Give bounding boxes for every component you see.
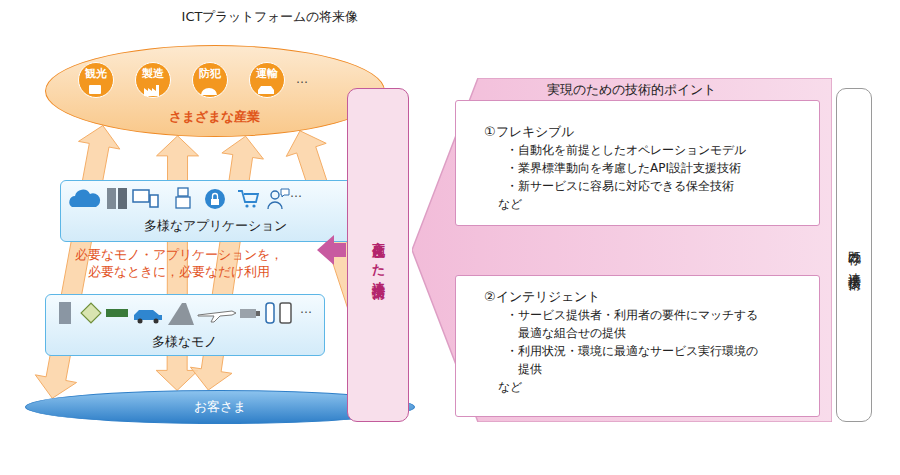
car-icon [258, 86, 274, 94]
node-label: さまざまな産業 [46, 108, 383, 126]
factory-icon [144, 85, 159, 96]
node-label: 既存の連携技術 [845, 241, 863, 270]
car-wheel [138, 319, 143, 324]
node-body-text: ・利用状況・環境に最適なサービス実行環境の 提供 [506, 342, 778, 378]
node-label: 実現のための技術的ポイント [547, 81, 807, 99]
thing-icons [59, 302, 291, 325]
node-body-text: ・新サービスに容易に対応できる保全技術 [506, 177, 778, 195]
node-body-text: など [498, 195, 819, 213]
flow-arrow [35, 126, 120, 399]
monitor-icon [133, 190, 149, 202]
server-tower [59, 302, 71, 324]
tablet-icon [150, 195, 158, 207]
cloud-icon [69, 190, 100, 207]
application-icons [69, 188, 289, 209]
point-box: ②インテリジェント・サービス提供者・利用者の要件にマッチする 最適な組合せの提供… [455, 275, 820, 417]
person-body [268, 202, 282, 209]
node-label: 高度化した連携技術 [369, 231, 387, 279]
robot-body [176, 197, 190, 208]
thing-box: 多様なモノ [45, 294, 325, 356]
node-body-text: ・業界標準動向を考慮したAPI設計支援技術 [506, 159, 778, 177]
industry-ellipse: さまざまな産業 観光 製造 防犯 運輸 [45, 45, 385, 137]
phone-icon [280, 303, 291, 323]
person-head [271, 191, 279, 199]
node-body-text: ・サービス提供者・利用者の要件にマッチする 最適な組合せの提供 [506, 306, 778, 342]
cart-wheel [245, 204, 248, 207]
point-box: ①フレキシブル・自動化を前提としたオペレーションモデル・業界標準動向を考慮したA… [455, 100, 820, 226]
industry-icons [89, 85, 274, 96]
industry-circle: 防犯 [192, 62, 228, 98]
server-icon [107, 188, 116, 209]
node-label: 運輸 [250, 67, 283, 81]
server-icon [118, 188, 127, 209]
node-body-text: ・自動化を前提としたオペレーションモデル [506, 141, 778, 159]
memory-icon [106, 309, 128, 317]
lock-shackle [213, 194, 218, 200]
camera-icon [201, 88, 217, 95]
car-wheel [154, 319, 159, 324]
node-label: ②インテリジェント [484, 288, 819, 306]
advanced-band: 高度化した連携技術 [347, 88, 409, 422]
sensor-icon [266, 303, 274, 323]
node-label: 多様なモノ [46, 333, 323, 351]
node-label: 多様なアプリケーション [61, 217, 370, 235]
industry-circle: 運輸 [249, 62, 285, 98]
road-icon [168, 303, 194, 325]
tourism-icon [89, 85, 101, 94]
application-box: 多様なアプリケーション [60, 180, 372, 242]
camera-lens [256, 311, 260, 316]
diagram-title: ICTプラットフォームの将来像 [150, 8, 390, 26]
node-label: ①フレキシブル [484, 123, 819, 141]
existing-band: 既存の連携技術 [836, 88, 872, 422]
robot-head [178, 188, 188, 196]
camera-icon [240, 309, 256, 318]
car-icon [134, 310, 162, 320]
speech-bubble [281, 189, 289, 197]
plane-icon [198, 311, 236, 322]
cart-wheel [252, 204, 255, 207]
lock-icon [205, 189, 225, 209]
big-arrow-shape [412, 78, 832, 422]
node-label: 観光 [79, 67, 112, 81]
arrow-panel: 実現のための技術的ポイント①フレキシブル・自動化を前提としたオペレーションモデル… [412, 78, 832, 422]
node-label: 製造 [136, 67, 169, 81]
node-body-text: など [498, 378, 819, 396]
pointer-arrow [317, 235, 346, 265]
industry-circle: 観光 [78, 62, 114, 98]
node-label: 防犯 [193, 67, 226, 81]
lock-body [211, 199, 219, 205]
industry-circle: 製造 [135, 62, 171, 98]
chip-icon [81, 303, 101, 323]
cart-icon [238, 191, 258, 202]
